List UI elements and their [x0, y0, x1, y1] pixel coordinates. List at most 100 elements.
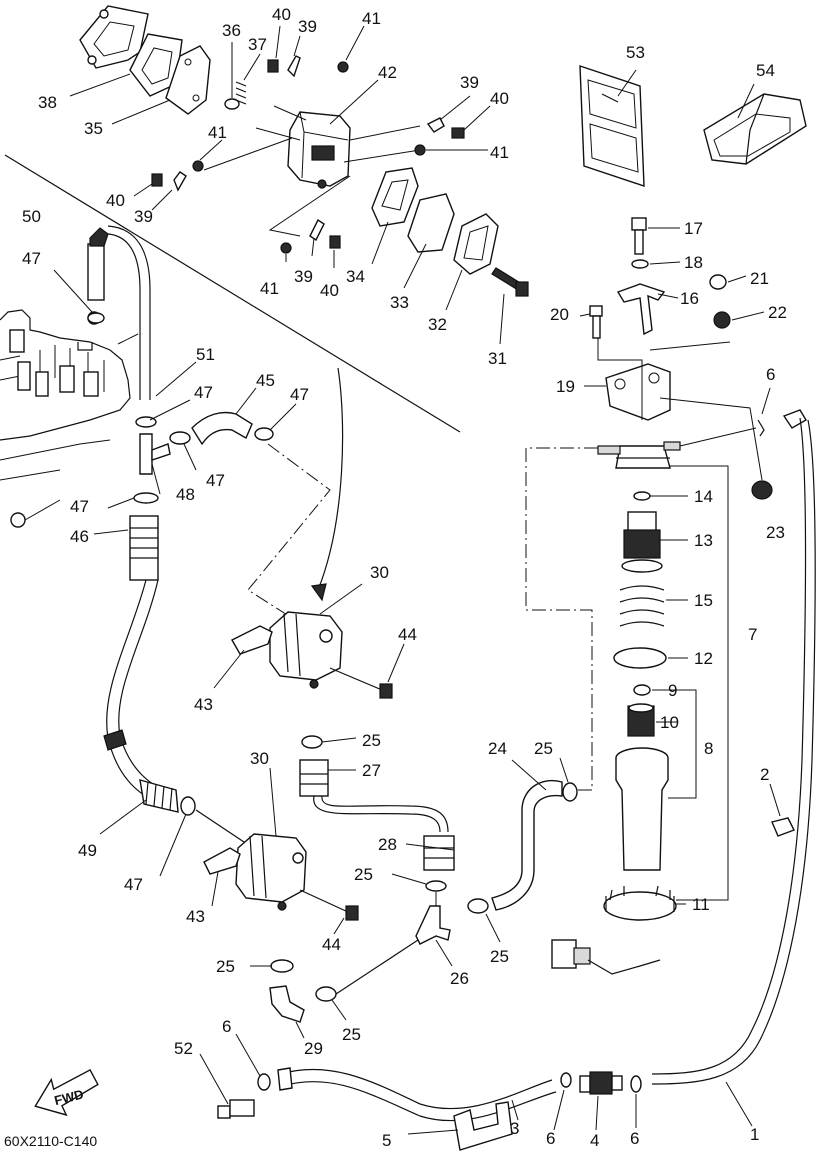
callout-41-right: 41 — [490, 143, 509, 162]
clamp-25-f — [562, 782, 578, 802]
sensor-connector — [551, 939, 661, 975]
callout-labels: 36 37 40 39 41 42 38 35 41 40 39 39 40 4… — [22, 5, 787, 1150]
gasket-43-lower — [203, 847, 241, 875]
callout-51: 51 — [196, 345, 215, 364]
washer-36 — [224, 98, 240, 110]
o-ring-14 — [633, 491, 651, 501]
callout-27: 27 — [362, 761, 381, 780]
callout-9: 9 — [668, 681, 677, 700]
ring-nut-11 — [603, 885, 677, 921]
gasket-43-upper — [231, 625, 273, 655]
hose-1 — [651, 419, 816, 1085]
callout-4: 4 — [590, 1131, 599, 1150]
callout-41-lower: 41 — [260, 279, 279, 298]
washer-18 — [631, 259, 649, 269]
pump-leader — [203, 137, 293, 171]
screw-40-top — [267, 59, 279, 73]
clip-5 — [453, 1101, 513, 1151]
callout-30-upper: 30 — [370, 563, 389, 582]
bracket-7-line — [670, 465, 729, 901]
callout-2: 2 — [760, 765, 769, 784]
washer-41-lower — [280, 242, 292, 254]
primer-50 — [87, 227, 109, 301]
grommet-22 — [713, 311, 731, 329]
hose-28 — [423, 835, 455, 871]
bolt-44-lower — [299, 889, 359, 921]
hose-27 — [299, 759, 329, 797]
bracket-16 — [616, 283, 666, 336]
cover-plate-35 — [165, 45, 211, 115]
callout-43-lower: 43 — [186, 907, 205, 926]
callout-35: 35 — [84, 119, 103, 138]
fitting-52 — [217, 1099, 255, 1119]
callout-6-right: 6 — [766, 365, 775, 384]
check-valve-39-right — [426, 117, 445, 133]
callout-54: 54 — [756, 61, 775, 80]
callout-30-lower: 30 — [250, 749, 269, 768]
callout-34: 34 — [346, 267, 365, 286]
o-ring-9 — [633, 684, 651, 696]
screw-40-right — [451, 127, 465, 139]
joint-26 — [415, 905, 451, 945]
callout-52: 52 — [174, 1039, 193, 1058]
callout-28: 28 — [378, 835, 397, 854]
washer-41-top — [337, 61, 349, 73]
clamp-47-c — [169, 431, 191, 445]
callout-22: 22 — [768, 303, 787, 322]
gasket-34 — [371, 167, 419, 227]
spring-15 — [619, 585, 665, 627]
caution-label-53 — [579, 65, 645, 187]
callout-25-e: 25 — [490, 947, 509, 966]
callout-47-d: 47 — [290, 385, 309, 404]
leader-pump-lower — [195, 809, 245, 843]
callout-leaders — [53, 25, 781, 1135]
spring-37 — [235, 81, 247, 105]
hose-end-right — [782, 409, 807, 429]
section-divider-line — [4, 154, 461, 433]
callout-40-right: 40 — [490, 89, 509, 108]
hose-45 — [191, 411, 253, 446]
callout-7: 7 — [748, 625, 757, 644]
callout-39-lower: 39 — [294, 267, 313, 286]
callout-45: 45 — [256, 371, 275, 390]
check-valve-39-left — [173, 171, 187, 192]
hose-46 — [129, 515, 159, 581]
clip-6-mid-b — [630, 1075, 642, 1093]
clamp-25-d — [315, 986, 337, 1002]
element-13 — [621, 511, 663, 573]
callout-44-upper: 44 — [398, 625, 417, 644]
callout-39-top: 39 — [298, 17, 317, 36]
callout-38: 38 — [38, 93, 57, 112]
callout-15: 15 — [694, 591, 713, 610]
hose-27-28-connection — [313, 795, 449, 833]
callout-6-left: 6 — [222, 1017, 231, 1036]
callout-25-b: 25 — [354, 865, 373, 884]
callout-19: 19 — [556, 377, 575, 396]
callout-39-left: 39 — [134, 207, 153, 226]
o-ring-12 — [613, 647, 667, 669]
hose-51 — [107, 225, 151, 400]
callout-47-a: 47 — [22, 249, 41, 268]
grommet-21 — [709, 274, 727, 290]
callout-37: 37 — [248, 35, 267, 54]
clamp-25-c — [270, 959, 294, 973]
bolt-31 — [491, 267, 529, 297]
fuel-pump-30-upper — [269, 611, 343, 689]
callout-29: 29 — [304, 1039, 323, 1058]
bolt-20 — [589, 305, 603, 339]
clip-6-right — [757, 419, 765, 437]
check-valve-39-lower — [309, 218, 325, 242]
callout-1: 1 — [750, 1125, 759, 1144]
cover-54 — [703, 93, 807, 165]
callout-6-mid-a: 6 — [546, 1129, 555, 1148]
callout-33: 33 — [390, 293, 409, 312]
washer-41-right — [414, 144, 426, 156]
callout-36: 36 — [222, 21, 241, 40]
callout-32: 32 — [428, 315, 447, 334]
callout-3: 3 — [510, 1119, 519, 1138]
engine-block-outline — [0, 309, 131, 528]
callout-24: 24 — [488, 739, 507, 758]
hose-49-corrugated — [103, 729, 179, 813]
clamp-47-f — [180, 796, 196, 816]
